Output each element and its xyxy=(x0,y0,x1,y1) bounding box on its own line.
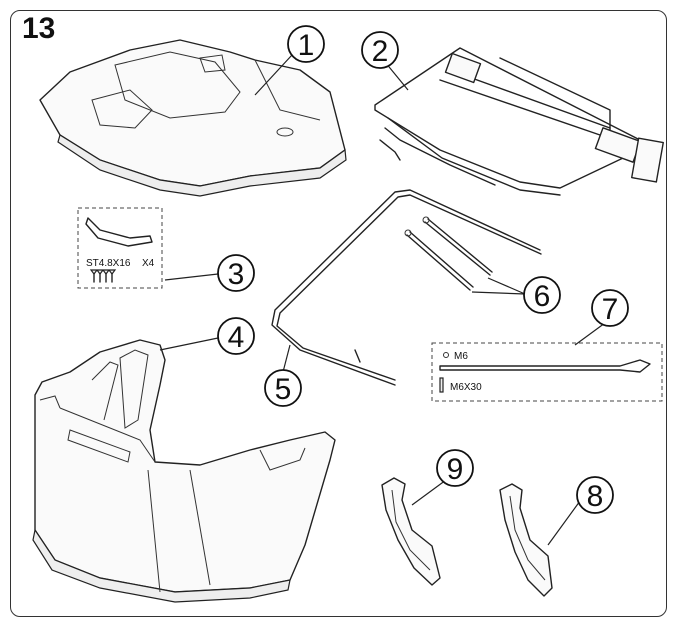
callout-number: 1 xyxy=(298,29,315,62)
part-6-rods xyxy=(404,216,493,291)
callout-number: 8 xyxy=(587,480,604,513)
callout-5: 5 xyxy=(264,369,302,407)
part-4-collector xyxy=(32,339,336,603)
callout-number: 5 xyxy=(275,373,292,406)
nut-spec-label: M6 xyxy=(454,351,468,362)
callout-3: 3 xyxy=(217,254,255,292)
callout-number: 9 xyxy=(447,453,464,486)
screw-spec-label: ST4.8X16 xyxy=(86,258,131,269)
part-3-hardware-box: ST4.8X16 X4 xyxy=(77,207,163,289)
callout-6: 6 xyxy=(523,276,561,314)
callout-9: 9 xyxy=(436,449,474,487)
bolt-spec-label: M6X30 xyxy=(450,382,482,393)
figure-number: 13 xyxy=(22,12,56,45)
callout-number: 6 xyxy=(534,280,551,313)
callout-number: 2 xyxy=(372,35,389,68)
callout-1: 1 xyxy=(287,25,325,63)
callout-4: 4 xyxy=(217,317,255,355)
part-8-bracket xyxy=(499,483,553,597)
callout-7: 7 xyxy=(591,289,629,327)
callout-2: 2 xyxy=(361,31,399,69)
part-5-handle xyxy=(271,189,542,386)
part-1-top-cover xyxy=(39,39,347,197)
callout-number: 7 xyxy=(602,293,619,326)
figure-frame xyxy=(10,10,667,617)
part-2-frame xyxy=(374,47,664,196)
screw-icons xyxy=(89,269,117,283)
part-7-bolt-box: M6 M6X30 xyxy=(431,342,663,402)
screw-qty-label: X4 xyxy=(142,258,155,269)
callout-8: 8 xyxy=(576,476,614,514)
part-9-bracket xyxy=(381,477,441,586)
callout-number: 4 xyxy=(228,321,245,354)
callout-number: 3 xyxy=(228,258,245,291)
